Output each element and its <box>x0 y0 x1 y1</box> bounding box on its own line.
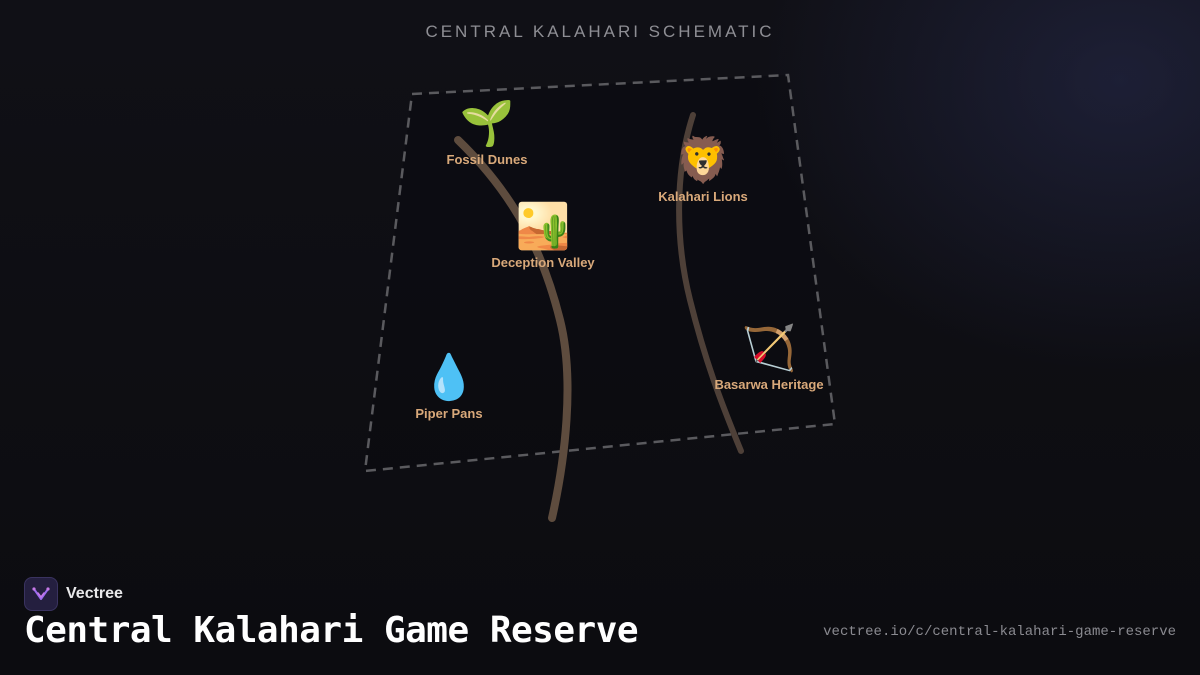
marker-label: Kalahari Lions <box>658 189 748 204</box>
marker-label: Basarwa Heritage <box>714 377 824 392</box>
marker-label: Piper Pans <box>415 406 483 421</box>
page-url[interactable]: vectree.io/c/central-kalahari-game-reser… <box>823 624 1176 640</box>
seedling-icon: 🌱 <box>459 98 515 149</box>
river-west <box>454 136 572 522</box>
marker-fossil-dunes[interactable]: 🌱 Fossil Dunes <box>387 98 587 167</box>
bow-and-arrow-icon: 🏹 <box>741 323 797 374</box>
lion-icon: 🦁 <box>675 135 731 186</box>
page-title: Central Kalahari Game Reserve <box>24 610 639 651</box>
marker-deception-valley[interactable]: 🏜️ Deception Valley <box>443 201 643 270</box>
marker-label: Deception Valley <box>491 255 595 270</box>
marker-piper-pans[interactable]: 💧 Piper Pans <box>349 352 549 421</box>
river-east <box>676 112 744 454</box>
vectree-logo-icon <box>24 577 58 611</box>
desert-icon: 🏜️ <box>515 201 571 252</box>
marker-label: Fossil Dunes <box>446 152 528 167</box>
droplet-icon: 💧 <box>421 352 477 403</box>
brand[interactable]: Vectree <box>24 577 123 611</box>
schematic-title: CENTRAL KALAHARI SCHEMATIC <box>425 22 775 41</box>
brand-name: Vectree <box>66 585 123 602</box>
reserve-boundary <box>363 73 837 473</box>
marker-basarwa-heritage[interactable]: 🏹 Basarwa Heritage <box>669 323 869 392</box>
marker-kalahari-lions[interactable]: 🦁 Kalahari Lions <box>603 135 803 204</box>
